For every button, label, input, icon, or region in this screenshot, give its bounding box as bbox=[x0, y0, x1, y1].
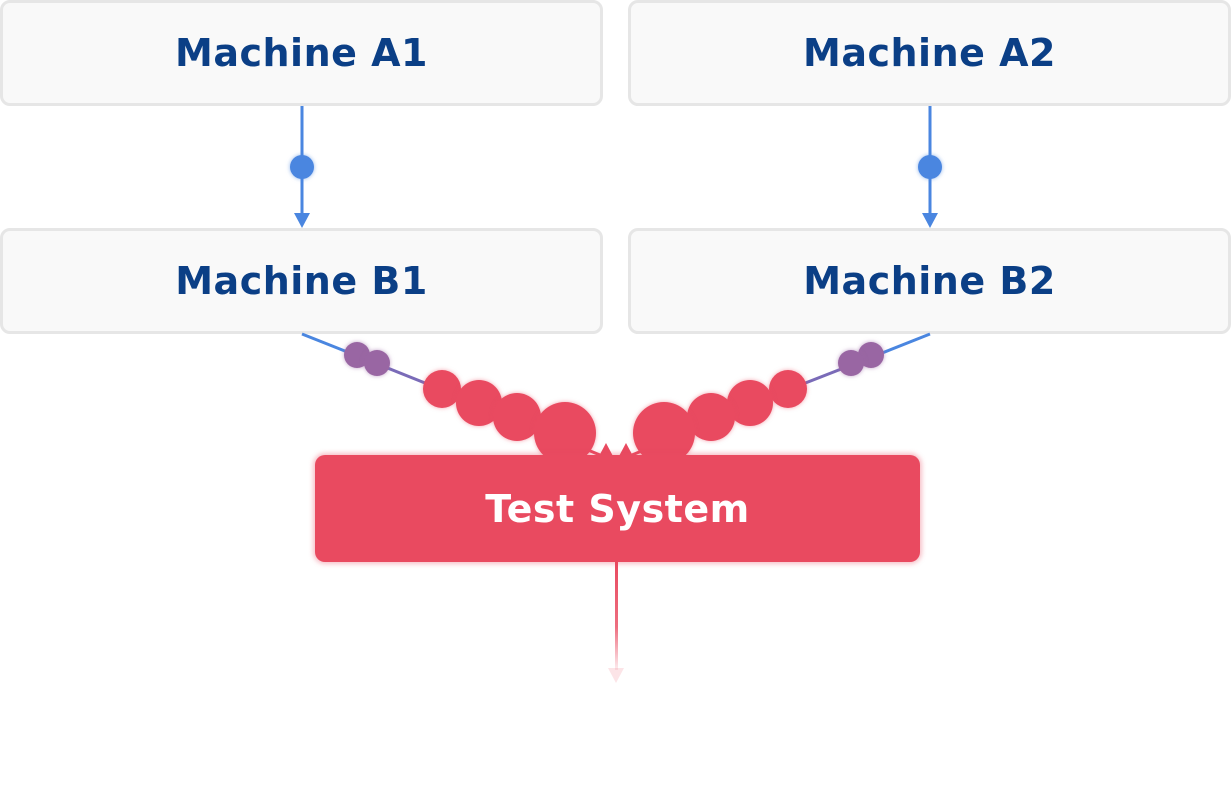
node-machine-b1[interactable]: Machine B1 bbox=[0, 228, 603, 334]
token-dot bbox=[633, 402, 695, 464]
arrowhead-icon bbox=[598, 443, 614, 458]
token-dot bbox=[769, 370, 807, 408]
node-label: Machine B2 bbox=[803, 259, 1056, 303]
node-label: Machine B1 bbox=[175, 259, 428, 303]
arrowhead-icon bbox=[922, 213, 938, 228]
token-dot bbox=[364, 350, 390, 376]
edge-line bbox=[615, 562, 618, 670]
edge-b2-test bbox=[631, 332, 931, 464]
token-dot bbox=[344, 342, 370, 368]
token-dot bbox=[493, 393, 541, 441]
token-dot bbox=[456, 380, 502, 426]
token-dot bbox=[687, 393, 735, 441]
arrowhead-icon bbox=[294, 213, 310, 228]
node-machine-b2[interactable]: Machine B2 bbox=[628, 228, 1231, 334]
token-dot bbox=[727, 380, 773, 426]
token-dot bbox=[534, 402, 596, 464]
edge-a2-b2 bbox=[918, 106, 942, 228]
edge-b1-test bbox=[301, 332, 601, 464]
node-machine-a1[interactable]: Machine A1 bbox=[0, 0, 603, 106]
token-dot bbox=[858, 342, 884, 368]
token-dot bbox=[918, 155, 942, 179]
token-dot bbox=[290, 155, 314, 179]
node-test-system[interactable]: Test System bbox=[315, 455, 920, 562]
edge-test-output bbox=[608, 562, 624, 683]
node-machine-a2[interactable]: Machine A2 bbox=[628, 0, 1231, 106]
node-label: Test System bbox=[485, 486, 750, 531]
token-dot bbox=[838, 350, 864, 376]
arrowhead-icon bbox=[608, 668, 624, 683]
node-label: Machine A1 bbox=[175, 31, 428, 75]
edge-a1-b1 bbox=[290, 106, 314, 228]
arrowhead-icon bbox=[618, 443, 634, 458]
node-label: Machine A2 bbox=[803, 31, 1056, 75]
token-dot bbox=[423, 370, 461, 408]
